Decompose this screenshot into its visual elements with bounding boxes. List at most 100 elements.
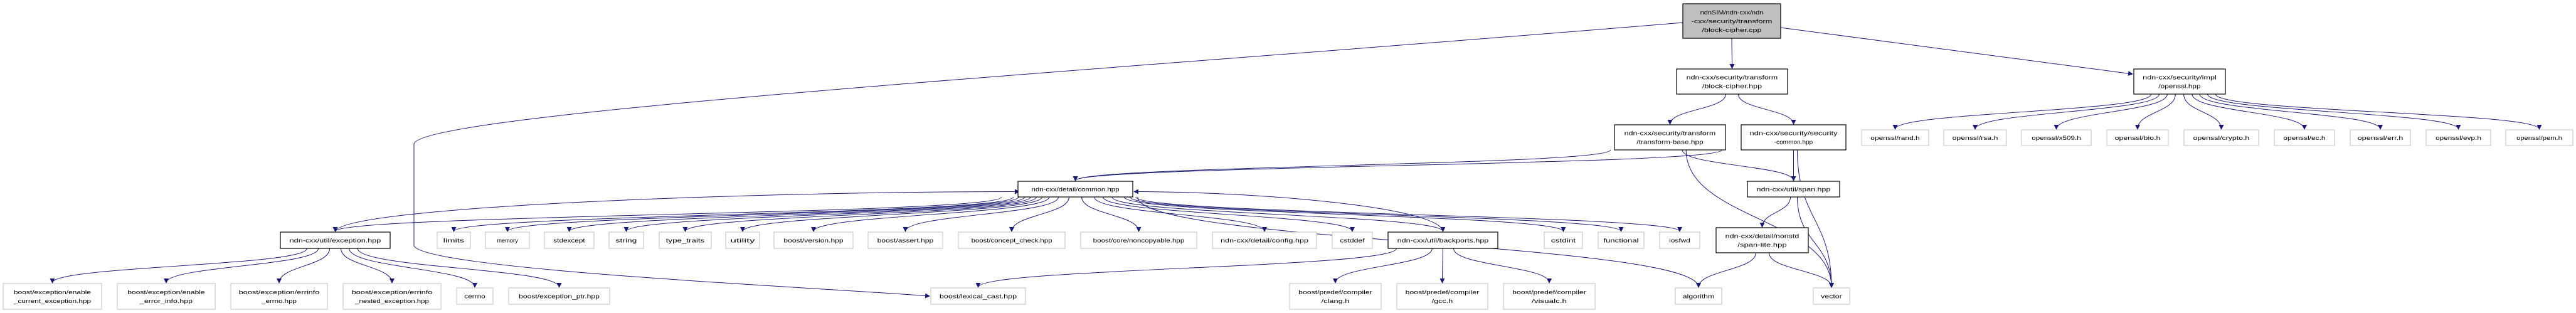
node-box (117, 283, 216, 310)
node-label: /openssl.hpp (2158, 83, 2200, 90)
node-label: /gcc.h (1432, 298, 1453, 305)
node-label: boost/predef/compiler (1298, 289, 1372, 296)
node-box (456, 287, 494, 305)
node-label: _error_info.hpp (139, 298, 193, 305)
node-noncopy: boost/core/noncopyable.hpp (1080, 231, 1197, 249)
node-tb[interactable]: ndn-cxx/security/transform/transform-bas… (1614, 124, 1726, 151)
node-label: ndn-cxx/detail/config.hpp (1221, 238, 1308, 245)
node-box (867, 231, 943, 249)
node-box (1396, 283, 1488, 310)
node-exc[interactable]: ndn-cxx/util/exception.hpp (280, 231, 391, 249)
edge-backports-to-visualc (1453, 248, 1552, 284)
edge-common-to-string (623, 196, 1031, 232)
node-config: ndn-cxx/detail/config.hpp (1212, 231, 1317, 249)
edge-span-to-vector (1797, 196, 1834, 288)
node-vector: vector (1813, 287, 1850, 305)
node-box (3, 283, 102, 310)
edge-ossl-to-rsa (1973, 93, 2160, 130)
node-label: /block-cipher.cpp (1702, 27, 1761, 34)
edge-tb-to-vector (1685, 149, 1834, 288)
node-label: stdexcept (553, 238, 585, 245)
node-box (1289, 283, 1382, 310)
node-label: boost/predef/compiler (1406, 289, 1480, 296)
node-label: _current_exception.hpp (13, 298, 91, 305)
edge-exc-to-nested (341, 248, 395, 284)
node-spanlite[interactable]: ndn-cxx/detail/nonstd/span-lite.hpp (1715, 227, 1809, 253)
node-cpp[interactable]: ndnSIM/ndn-cxx/ndn-cxx/security/transfor… (1682, 3, 1781, 39)
node-box (1676, 68, 1788, 95)
edge-common-to-type_traits (682, 196, 1037, 232)
node-box (544, 231, 595, 249)
node-label: ndn-cxx/security/security (1750, 130, 1838, 137)
node-box (342, 283, 442, 310)
node-cerrno: cerrno (456, 287, 494, 305)
node-clang: boost/predef/compiler/clang.h (1289, 283, 1382, 310)
edge-common-to-utility (740, 196, 1042, 232)
node-box (1503, 283, 1596, 310)
node-label: openssl/evp.h (2436, 135, 2481, 142)
node-backports[interactable]: ndn-cxx/util/backports.hpp (1387, 231, 1498, 249)
node-box (1813, 287, 1850, 305)
node-box (2106, 129, 2169, 146)
node-eei: boost/exception/enable_error_info.hpp (117, 283, 216, 310)
node-box (1080, 231, 1197, 249)
node-visualc: boost/predef/compiler/visualc.h (1503, 283, 1596, 310)
node-label: /visualc.h (1532, 298, 1567, 305)
edge-ossl-to-crypto (2183, 93, 2224, 130)
node-label: boost/exception/enable (14, 289, 91, 296)
node-span[interactable]: ndn-cxx/util/span.hpp (1747, 181, 1840, 198)
edge-common-to-concept (1009, 196, 1069, 232)
node-sc[interactable]: ndn-cxx/security/security-common.hpp (1741, 124, 1847, 151)
node-box (2133, 68, 2226, 95)
node-label: boost/exception_ptr.hpp (519, 294, 600, 300)
node-label: boost/exception/errinfo (352, 289, 433, 296)
node-pem: openssl/pem.h (2505, 129, 2573, 146)
node-label: functional (1604, 238, 1639, 245)
node-ossl[interactable]: ndn-cxx/security/impl/openssl.hpp (2133, 68, 2226, 95)
node-label: string (616, 238, 637, 245)
node-label: openssl/rsa.h (1953, 135, 1998, 142)
node-label: boost/version.hpp (783, 238, 843, 245)
node-concept: boost/concept_check.hpp (958, 231, 1066, 249)
node-bch[interactable]: ndn-cxx/security/transform/block-cipher.… (1676, 68, 1788, 95)
node-common[interactable]: ndn-cxx/detail/common.hpp (1017, 181, 1133, 198)
node-box (1017, 181, 1133, 198)
edge-common-to-cstddef (1103, 196, 1355, 232)
node-stdexcept: stdexcept (544, 231, 595, 249)
node-label: ndn-cxx/util/span.hpp (1757, 186, 1831, 193)
edge-common-to-limits (451, 196, 1014, 232)
node-box (608, 231, 644, 249)
edge-backports-to-lexical (975, 248, 1397, 288)
node-label: ndn-cxx/detail/nonstd (1725, 233, 1799, 240)
node-box (1659, 231, 1700, 249)
node-cstddef: cstddef (1332, 231, 1373, 249)
node-label: cerrno (464, 294, 485, 300)
node-label: boost/concept_check.hpp (972, 238, 1052, 245)
node-x509: openssl/x509.h (2021, 129, 2092, 146)
node-box (1682, 3, 1781, 39)
edge-exc-to-eei (164, 248, 319, 284)
edge-ossl-to-rand (1892, 93, 2152, 130)
node-label: /clang.h (1322, 298, 1350, 305)
edge-bch-to-sc (1737, 93, 1796, 125)
node-label: openssl/pem.h (2516, 135, 2562, 142)
edge-common-to-stdexcept (566, 196, 1026, 232)
node-box (725, 231, 760, 249)
edge-cpp-to-lexical (413, 22, 1683, 299)
node-label: _errno.hpp (261, 298, 297, 305)
edge-exc-to-eptr (357, 248, 562, 288)
node-box (1544, 231, 1583, 249)
node-gcc: boost/predef/compiler/gcc.h (1396, 283, 1488, 310)
node-crypto: openssl/crypto.h (2183, 129, 2259, 146)
node-label: ndn-cxx/util/backports.hpp (1397, 238, 1489, 245)
edge-common-to-noncopy (1081, 196, 1142, 232)
edge-common-to-config (1094, 196, 1267, 232)
edge-ossl-to-bio (2135, 93, 2176, 130)
edge-common-to-exc (332, 196, 1002, 232)
node-box (1943, 129, 2007, 146)
edge-tb-to-span (1682, 149, 1796, 181)
node-box (659, 231, 712, 249)
node-label: openssl/err.h (2358, 135, 2404, 142)
node-evp: openssl/evp.h (2425, 129, 2491, 146)
node-box (280, 231, 391, 249)
